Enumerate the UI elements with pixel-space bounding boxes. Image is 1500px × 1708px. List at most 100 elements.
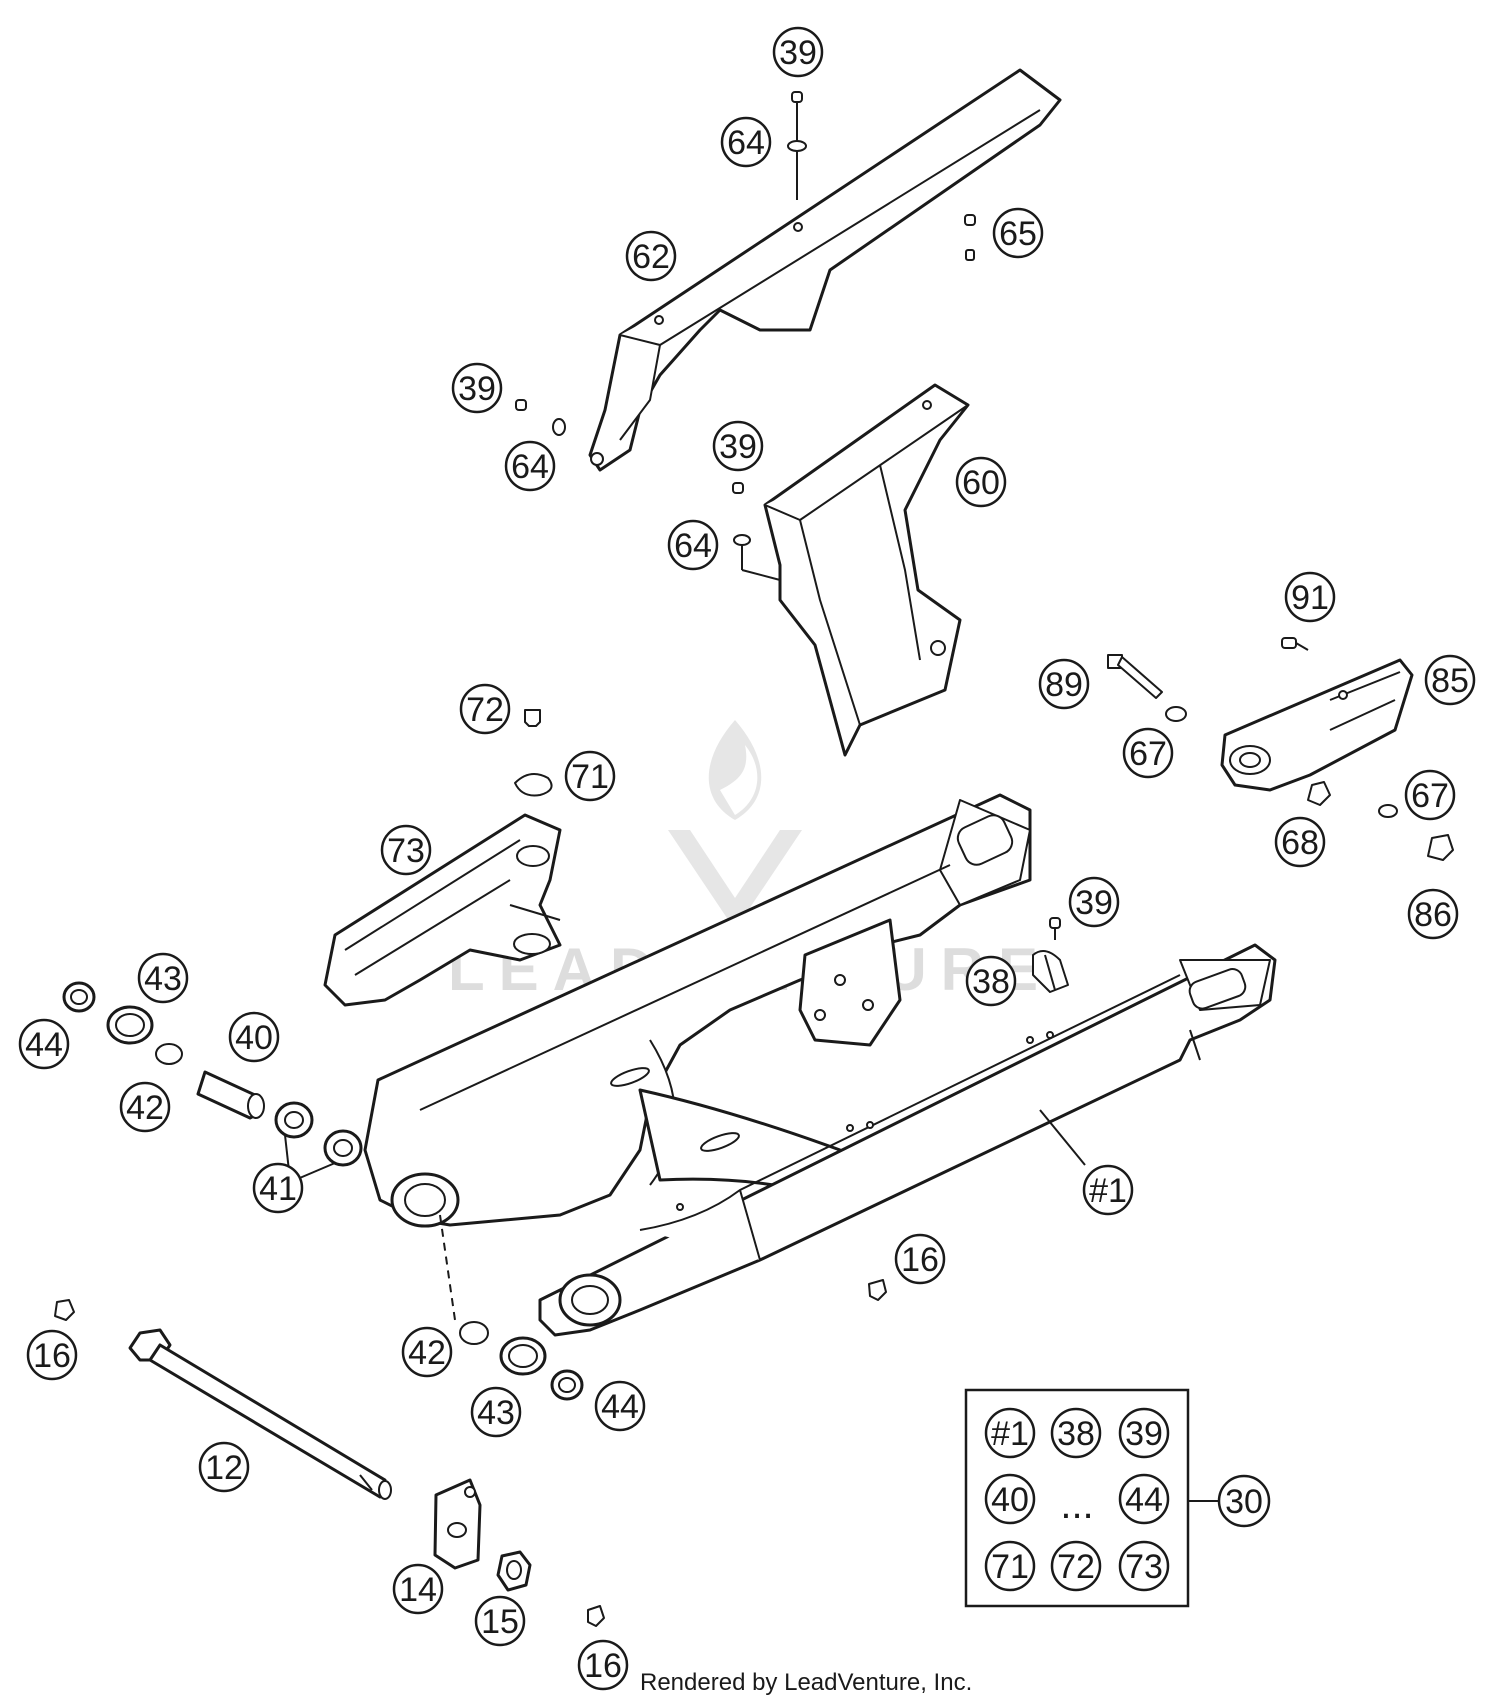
callout-circle <box>1122 727 1174 779</box>
callout-label: 42 <box>126 1089 164 1127</box>
callout-label: 71 <box>571 758 609 796</box>
part-bearing-stack-left <box>62 981 363 1181</box>
callout-no-1: #1 <box>984 1407 1036 1459</box>
callout-circle <box>1050 1407 1102 1459</box>
watermark-flame-icon <box>708 720 762 820</box>
callout-circle <box>26 1329 78 1381</box>
callout-label: 16 <box>584 1647 622 1685</box>
callout-label: 89 <box>1045 666 1083 704</box>
callout-circle <box>470 1386 522 1438</box>
callout-42: 42 <box>401 1326 453 1378</box>
hardware-top <box>515 91 976 581</box>
callout-41: 41 <box>252 1162 304 1214</box>
callout-circle <box>1118 1407 1170 1459</box>
callout-68: 68 <box>1274 816 1326 868</box>
callout-label: 86 <box>1414 896 1452 934</box>
hardware-38-39 <box>1032 917 1069 993</box>
callout-circle <box>984 1473 1036 1525</box>
callout-42: 42 <box>119 1081 171 1133</box>
callout-circle <box>1284 571 1336 623</box>
callout-89: 89 <box>1038 658 1090 710</box>
part-bearing-stack-lower <box>439 1214 584 1401</box>
callout-circle <box>667 519 719 571</box>
callout-circle <box>894 1233 946 1285</box>
callout-circle <box>119 1081 171 1133</box>
callout-circle <box>1050 1540 1102 1592</box>
callout-label: 72 <box>466 691 504 729</box>
callout-label: 85 <box>1431 662 1469 700</box>
callout-circle <box>955 456 1007 508</box>
callout-circle <box>252 1162 304 1214</box>
callout-label: 39 <box>458 370 496 408</box>
callout-39: 39 <box>1068 876 1120 928</box>
callout-label: 64 <box>727 124 765 162</box>
callout-circle <box>137 952 189 1004</box>
callout-circle <box>1038 658 1090 710</box>
callout-38: 38 <box>1050 1407 1102 1459</box>
callout-39: 39 <box>451 362 503 414</box>
callout-circle <box>474 1595 526 1647</box>
callout-circle <box>18 1018 70 1070</box>
callout-label: 65 <box>999 215 1037 253</box>
callout-16: 16 <box>26 1329 78 1381</box>
callout-15: 15 <box>474 1595 526 1647</box>
callout-circle <box>564 750 616 802</box>
callout-circle <box>451 362 503 414</box>
callout-16: 16 <box>577 1639 629 1691</box>
callout-label: 16 <box>33 1337 71 1375</box>
callout-72: 72 <box>1050 1540 1102 1592</box>
kit-ellipsis: ... <box>1060 1483 1093 1527</box>
callout-label: 39 <box>1125 1415 1163 1453</box>
callout-label: 71 <box>991 1548 1029 1586</box>
callout-label: 44 <box>25 1026 63 1064</box>
callout-44: 44 <box>594 1380 646 1432</box>
callout-67: 67 <box>1404 769 1456 821</box>
callout-65: 65 <box>992 207 1044 259</box>
callout-39: 39 <box>712 420 764 472</box>
callout-43: 43 <box>470 1386 522 1438</box>
watermark-v-icon <box>668 830 802 930</box>
callout-circle <box>380 824 432 876</box>
callout-circle <box>992 207 1044 259</box>
part-pivot-axle <box>54 1279 887 1627</box>
callout-label: 64 <box>674 527 712 565</box>
callout-86: 86 <box>1407 888 1459 940</box>
callout-circle <box>965 955 1017 1007</box>
callout-91: 91 <box>1284 571 1336 623</box>
callout-circle <box>459 683 511 735</box>
callout-circle <box>228 1011 280 1063</box>
part-chain-cover-lower <box>763 383 970 757</box>
callout-label: 44 <box>601 1388 639 1426</box>
callout-label: 40 <box>235 1019 273 1057</box>
callout-85: 85 <box>1424 654 1476 706</box>
callout-14: 14 <box>392 1563 444 1615</box>
callout-label: 15 <box>481 1603 519 1641</box>
callout-label: 73 <box>387 832 425 870</box>
callout-label: 39 <box>779 34 817 72</box>
callout-circle <box>392 1563 444 1615</box>
callout-circle <box>1407 888 1459 940</box>
callout-circle <box>1404 769 1456 821</box>
callout-circle <box>594 1380 646 1432</box>
callout-39: 39 <box>772 26 824 78</box>
callout-label: 41 <box>259 1170 297 1208</box>
callout-circle <box>198 1441 250 1493</box>
callout-label: 43 <box>144 960 182 998</box>
callout-16: 16 <box>894 1233 946 1285</box>
callout-label: 72 <box>1057 1548 1095 1586</box>
callout-circle <box>1118 1473 1170 1525</box>
callout-label: #1 <box>991 1415 1029 1453</box>
callout-64: 64 <box>667 519 719 571</box>
callout-44: 44 <box>18 1018 70 1070</box>
callout-40: 40 <box>984 1473 1036 1525</box>
callout-73: 73 <box>380 824 432 876</box>
callout-label: 62 <box>632 238 670 276</box>
callout-71: 71 <box>984 1540 1036 1592</box>
callout-60: 60 <box>955 456 1007 508</box>
callout-label: 40 <box>991 1481 1029 1519</box>
callout-label: 39 <box>1075 884 1113 922</box>
callout-circle <box>577 1639 629 1691</box>
